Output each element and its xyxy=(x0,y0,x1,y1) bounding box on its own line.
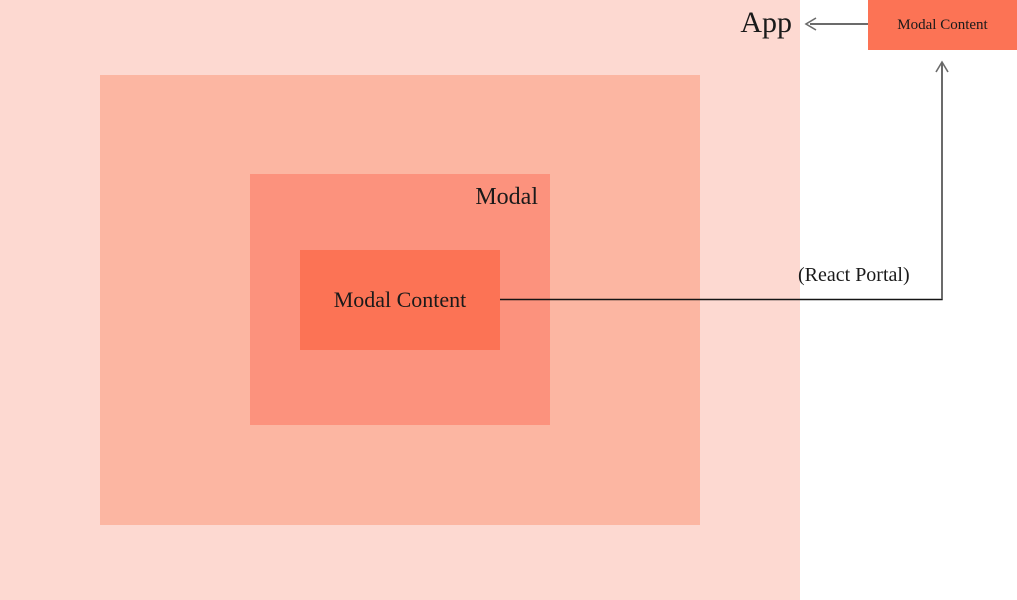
portal-target-box: Modal Content xyxy=(868,0,1017,50)
arrow-left-to-app-head xyxy=(804,17,817,31)
modal-content-box: Modal Content xyxy=(300,250,500,350)
app-label: App xyxy=(740,6,792,39)
react-portal-caption: (React Portal) xyxy=(798,264,910,286)
arrow-up-to-portal-head xyxy=(935,60,949,73)
portal-target-label: Modal Content xyxy=(897,16,988,33)
modal-content-label: Modal Content xyxy=(333,287,467,312)
modal-label: Modal xyxy=(475,184,538,210)
